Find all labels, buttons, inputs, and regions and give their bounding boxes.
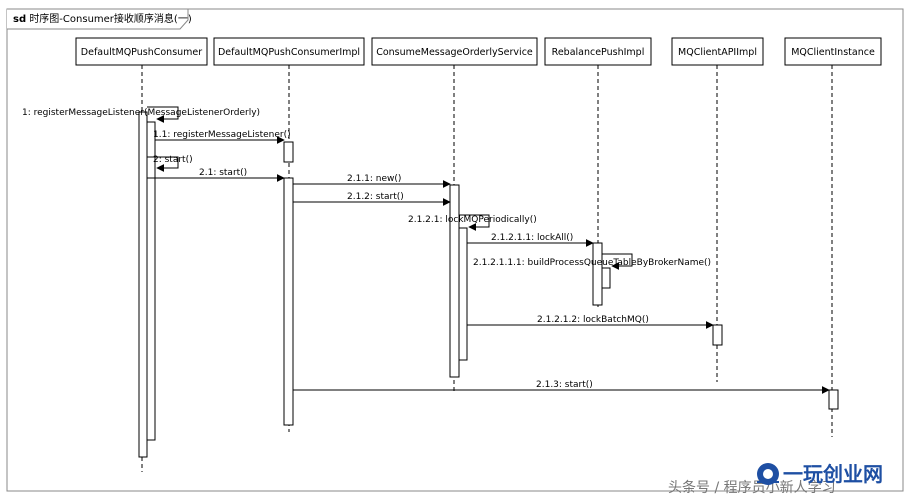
watermark: 头条号 / 程序员小新人学习 一玩创业网 — [668, 462, 883, 496]
watermark-prefix: 头条号 / 程序员小新人学习 — [668, 479, 836, 496]
message-arrow-m1 — [147, 106, 179, 123]
message-label-m8: 2.1.2.1.1: lockAll() — [491, 233, 573, 243]
message-label-m11: 2.1.3: start() — [536, 380, 593, 390]
message-label-m2: 1.1: registerMessageListener() — [153, 130, 291, 140]
activation-p2-start — [283, 177, 294, 426]
participant-p5[interactable]: MQClientAPIImpl — [671, 37, 764, 66]
message-label-m5: 2.1.1: new() — [347, 174, 401, 184]
frame-name: 时序图-Consumer接收顺序消息(一) — [29, 12, 192, 25]
activation-p3-outer — [449, 184, 460, 378]
message-label-m3: 2: start() — [153, 155, 193, 165]
frame-title-tab — [7, 8, 189, 30]
participant-p1[interactable]: DefaultMQPushConsumer — [75, 37, 208, 66]
activation-p5 — [712, 324, 723, 346]
message-arrow-m3 — [147, 156, 179, 172]
message-label-m6: 2.1.2: start() — [347, 192, 404, 202]
activation-p3-inner — [458, 227, 468, 361]
participant-label: MQClientAPIImpl — [678, 47, 757, 58]
participant-p6[interactable]: MQClientInstance — [784, 37, 882, 66]
participant-label: DefaultMQPushConsumer — [81, 47, 202, 58]
activation-p6 — [828, 389, 839, 410]
brand-logo-icon — [757, 463, 779, 485]
frame-title: sd 时序图-Consumer接收顺序消息(一) — [13, 12, 192, 25]
participant-label: RebalancePushImpl — [552, 47, 645, 58]
activation-p1-inner — [146, 121, 156, 441]
message-label-m1: 1: registerMessageListener(MessageListen… — [22, 108, 260, 118]
message-arrow-m9 — [602, 253, 633, 270]
watermark-brand: 一玩创业网 — [783, 462, 883, 486]
participant-p2[interactable]: DefaultMQPushConsumerImpl — [213, 37, 365, 66]
message-label-m10: 2.1.2.1.2: lockBatchMQ() — [537, 315, 649, 325]
message-label-m9: 2.1.2.1.1.1: buildProcessQueueTableByBro… — [473, 258, 711, 268]
activation-p4-outer — [592, 242, 603, 306]
participant-label: DefaultMQPushConsumerImpl — [218, 47, 360, 58]
activation-p2-register — [283, 141, 294, 163]
frame-keyword: sd — [13, 14, 26, 25]
activation-p4-inner — [601, 267, 611, 289]
participant-p4[interactable]: RebalancePushImpl — [544, 37, 652, 66]
frame-border — [6, 8, 904, 492]
participant-label: ConsumeMessageOrderlyService — [376, 47, 533, 58]
message-label-m7: 2.1.2.1: lockMQPeriodically() — [408, 215, 537, 225]
participant-p3[interactable]: ConsumeMessageOrderlyService — [371, 37, 538, 66]
message-arrow-m7 — [459, 214, 490, 231]
activation-p1-outer — [138, 111, 148, 458]
participant-label: MQClientInstance — [791, 47, 875, 58]
message-label-m4: 2.1: start() — [199, 168, 247, 178]
